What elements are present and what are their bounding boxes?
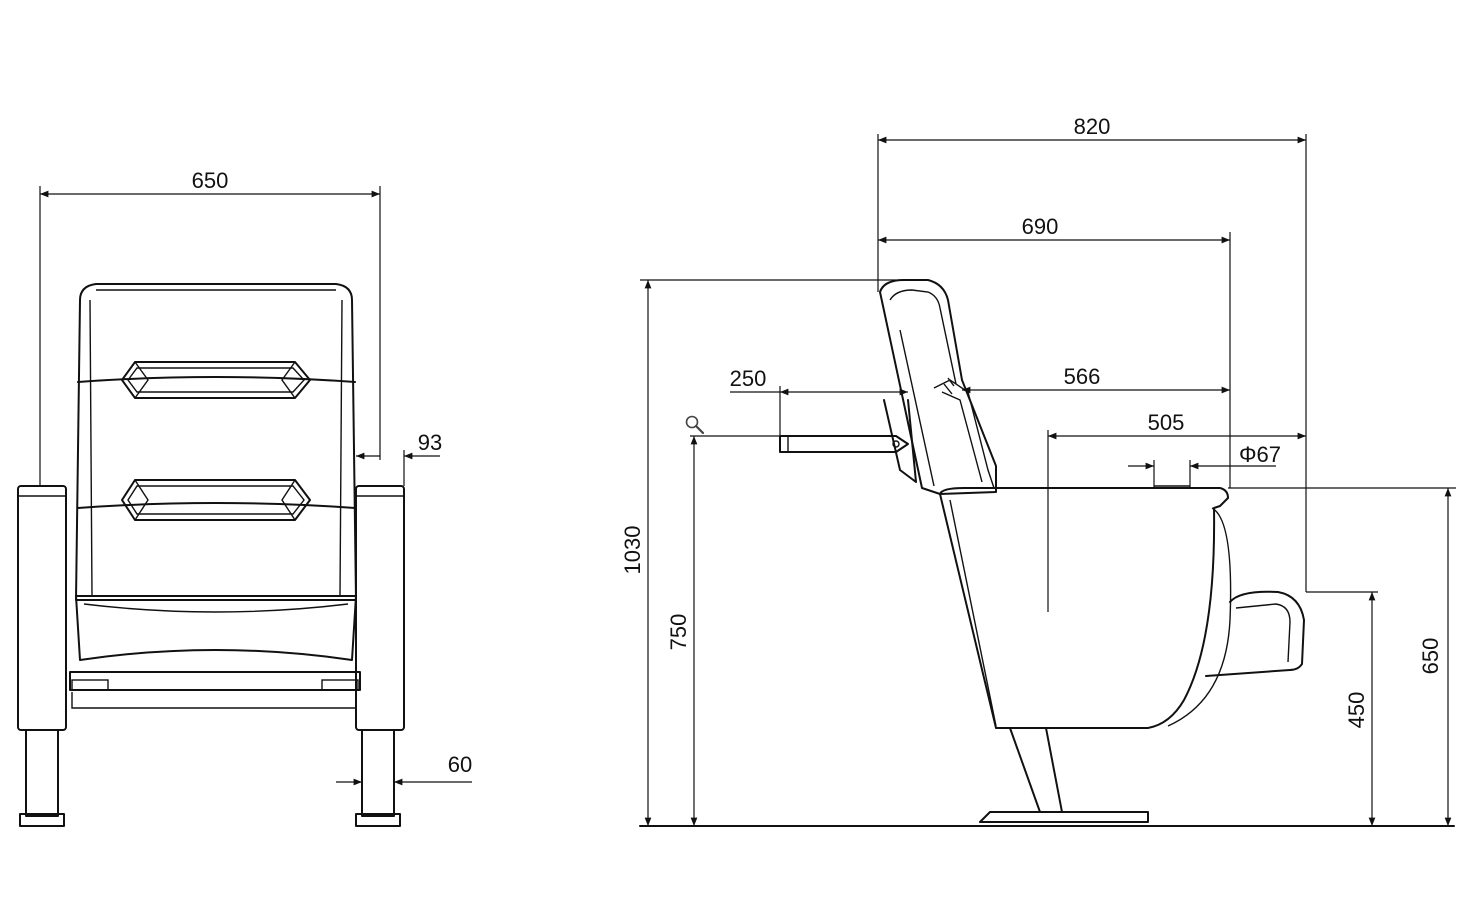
right-armrest: [355, 485, 405, 731]
front-seat: [75, 595, 357, 661]
side-backrest: [879, 279, 997, 495]
upper-cushion-pad: [121, 361, 311, 399]
dim-label-650: 650: [192, 168, 229, 193]
magnifier-icon[interactable]: [684, 414, 706, 436]
left-armrest: [17, 485, 67, 731]
dim-label-1030: 1030: [620, 526, 645, 575]
dim-label-820: 820: [1074, 114, 1111, 139]
side-base-plate: [979, 811, 1149, 823]
dim-label-690: 690: [1022, 214, 1059, 239]
dim-label-566: 566: [1064, 364, 1101, 389]
front-backrest: [75, 283, 357, 601]
side-seat-body: [939, 487, 1229, 729]
dim-label-phi67: Φ67: [1239, 442, 1281, 467]
dim-label-250: 250: [730, 366, 767, 391]
lower-cushion-pad: [121, 479, 311, 521]
dim-label-93: 93: [418, 430, 442, 455]
side-armrest-extension: [1205, 590, 1305, 677]
dim-label-60: 60: [448, 752, 472, 777]
dim-label-650-side: 650: [1418, 638, 1443, 675]
writing-tablet: [779, 399, 917, 483]
right-leg: [355, 729, 401, 827]
dim-label-750: 750: [666, 614, 691, 651]
dim-label-450: 450: [1344, 692, 1369, 729]
dim-label-505: 505: [1148, 410, 1185, 435]
side-view: 820 690 250 566 505 Φ67 1030 750: [620, 114, 1456, 827]
left-leg: [19, 729, 65, 827]
front-view: 650 93 60: [17, 168, 472, 827]
side-leg: [1009, 727, 1063, 813]
